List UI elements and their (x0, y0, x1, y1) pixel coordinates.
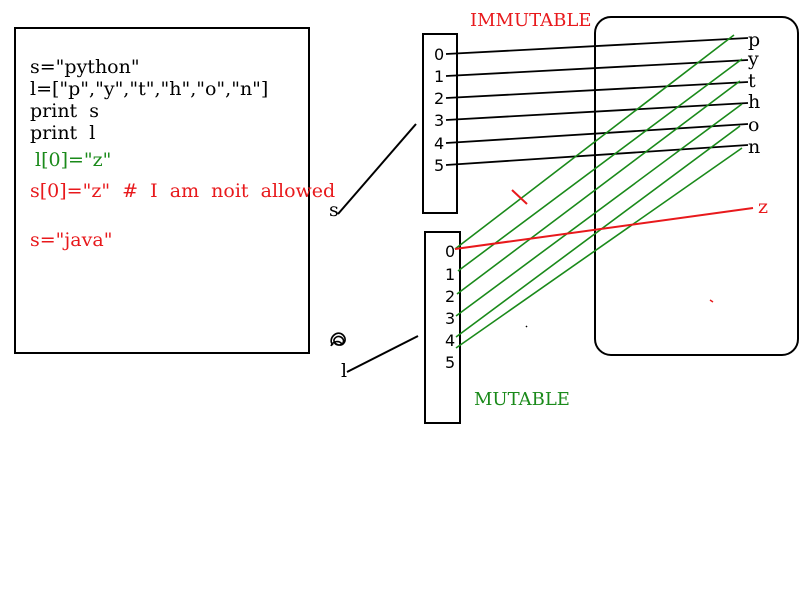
s-index-3: 3 (434, 111, 444, 130)
l-link-1 (457, 58, 743, 272)
heap-char-new: z (758, 196, 768, 218)
code-line-reassign-s: s="java" (30, 229, 113, 251)
l-reference-arrow (346, 335, 419, 373)
s-index-4: 4 (434, 134, 444, 153)
scribble-mark (330, 332, 346, 347)
heap-char-0: p (748, 29, 760, 51)
l-index-0: 0 (445, 242, 455, 261)
l-link-5 (455, 147, 743, 349)
list-index-box (424, 231, 461, 424)
cross-out-mark (511, 189, 528, 205)
l-variable-label: l (341, 360, 347, 382)
s-index-5: 5 (434, 156, 444, 175)
stray-dot (709, 299, 714, 303)
l-link-new (454, 207, 754, 250)
s-link-4 (445, 123, 749, 144)
code-line-print-s: print s (30, 100, 100, 122)
code-line-assign-s: s="python" (30, 56, 140, 78)
string-index-box (422, 33, 458, 214)
mutable-label: MUTABLE (474, 389, 570, 410)
s-index-0: 0 (434, 45, 444, 64)
l-index-3: 3 (445, 309, 455, 328)
s-link-1 (445, 59, 749, 77)
heap-char-3: h (748, 91, 760, 113)
l-link-4 (455, 125, 741, 338)
s-link-0 (445, 37, 749, 55)
s-index-2: 2 (434, 89, 444, 108)
code-line-assign-l: l=["p","y","t","h","o","n"] (30, 78, 269, 100)
s-index-1: 1 (434, 67, 444, 86)
s-link-5 (445, 144, 749, 166)
l-link-0 (454, 34, 735, 250)
heap-char-1: y (747, 48, 759, 70)
s-variable-label: s (329, 199, 339, 221)
l-link-2 (456, 80, 741, 295)
l-index-4: 4 (445, 331, 455, 350)
code-line-string-mutation-error: s[0]="z" # I am noit allowed (30, 180, 336, 202)
s-reference-arrow (337, 123, 417, 215)
heap-char-4: o (748, 114, 759, 136)
immutable-label: IMMUTABLE (470, 10, 591, 31)
code-line-list-mutation: l[0]="z" (35, 149, 112, 171)
l-index-5: 5 (445, 353, 455, 372)
heap-char-5: n (748, 136, 760, 158)
code-line-print-l: print l (30, 122, 96, 144)
heap-area (594, 16, 799, 356)
s-link-2 (445, 81, 749, 99)
l-link-3 (455, 103, 743, 317)
stray-dot-black (525, 325, 528, 328)
code-panel (14, 27, 310, 354)
s-link-3 (445, 102, 749, 121)
l-index-1: 1 (445, 265, 455, 284)
heap-char-2: t (748, 70, 756, 92)
l-index-2: 2 (445, 287, 455, 306)
